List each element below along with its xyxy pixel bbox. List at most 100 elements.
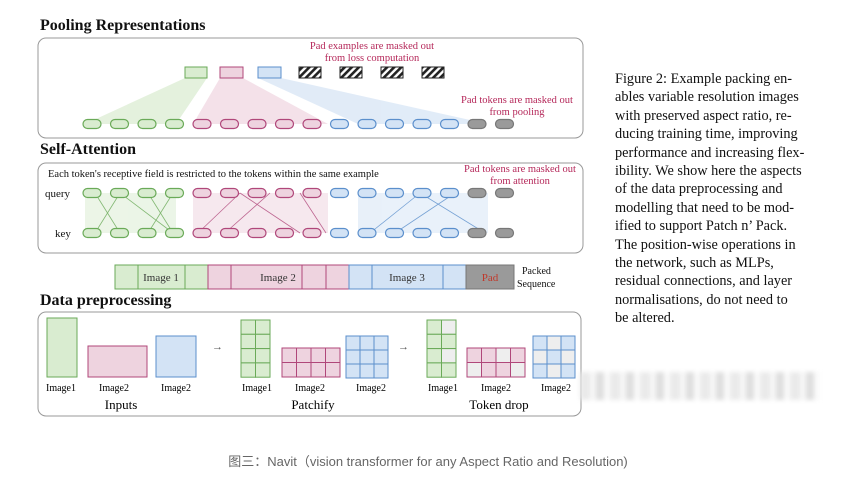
pool-token bbox=[439, 118, 460, 130]
caption-line: The position-wise operations in bbox=[615, 236, 796, 253]
tokendrop-image2b-dropped-patch bbox=[546, 335, 562, 351]
patchify-image2b-patch bbox=[359, 349, 375, 365]
packed-image1-label: Image 1 bbox=[143, 272, 179, 284]
patchify-image2b-patch bbox=[359, 363, 375, 379]
pool-token bbox=[412, 118, 432, 130]
patchify-image1-patch bbox=[255, 319, 271, 335]
patchify-image2a-patch bbox=[325, 347, 341, 363]
query-token bbox=[219, 187, 240, 199]
pool-pad-token bbox=[467, 118, 487, 130]
caption-line: normalisations, do not need to bbox=[615, 291, 788, 308]
query-pad-token bbox=[467, 187, 487, 199]
caption-line: with preserved aspect ratio, re- bbox=[615, 107, 792, 124]
query-token bbox=[109, 187, 130, 199]
pooled-rep-pink bbox=[219, 66, 244, 79]
packed-image3-label: Image 3 bbox=[389, 272, 425, 284]
tokendrop-image2b-dropped-patch bbox=[560, 349, 576, 365]
pad-attn-note-1: Pad tokens are masked out bbox=[464, 164, 576, 175]
bottom-caption: 图三：Navit（vision transformer for any Aspe… bbox=[228, 454, 628, 469]
pooled-rep-blue bbox=[257, 66, 282, 79]
patchify-label-3: Image2 bbox=[356, 383, 386, 394]
caption-line: residual connections, and layer bbox=[615, 273, 793, 290]
pool-token bbox=[164, 118, 185, 130]
key-token bbox=[329, 227, 350, 239]
patchify-image2a-patch bbox=[325, 362, 341, 378]
pad-example-2 bbox=[339, 66, 363, 79]
tokendrop-image2a-patch bbox=[510, 347, 526, 363]
patchify-image2a-patch bbox=[310, 347, 326, 363]
data-preprocessing-title: Data preprocessing bbox=[40, 292, 172, 309]
patchify-label-1: Image1 bbox=[242, 383, 272, 394]
key-token bbox=[247, 227, 267, 239]
patchify-image1-patch bbox=[255, 362, 271, 378]
query-token bbox=[82, 187, 102, 199]
caption-line: performance and increasing flex- bbox=[615, 144, 805, 161]
tokendrop-image2b-patch bbox=[546, 349, 562, 365]
packed-label-2: Sequence bbox=[517, 279, 556, 290]
packed-image2-label: Image 2 bbox=[260, 272, 296, 284]
query-token bbox=[247, 187, 267, 199]
query-token bbox=[302, 187, 322, 199]
pooled-rep-green bbox=[184, 66, 208, 79]
tokendrop-image1-patch bbox=[441, 333, 457, 350]
key-token bbox=[302, 227, 322, 239]
inputs-label-3: Image2 bbox=[161, 383, 191, 394]
pool-token bbox=[357, 118, 377, 130]
caption-line: the network, such as MLPs, bbox=[615, 255, 774, 272]
patchify-image1-patch bbox=[240, 319, 256, 335]
query-token bbox=[384, 187, 405, 199]
caption-line: ables variable resolution images bbox=[615, 89, 799, 106]
patchify-image2b-patch bbox=[373, 335, 389, 351]
pool-token bbox=[247, 118, 267, 130]
pool-token bbox=[82, 118, 102, 130]
inputs-label-2: Image2 bbox=[99, 383, 129, 394]
query-token bbox=[137, 187, 157, 199]
inputs-heading: Inputs bbox=[105, 397, 138, 412]
pool-token bbox=[109, 118, 130, 130]
key-token bbox=[412, 227, 432, 239]
arrow-1: → bbox=[212, 341, 223, 353]
patchify-image1-patch bbox=[255, 333, 271, 350]
patchify-image2b-patch bbox=[373, 363, 389, 379]
key-token bbox=[137, 227, 157, 239]
pad-examples-note-1: Pad examples are masked out bbox=[310, 41, 434, 52]
query-pad-token bbox=[494, 187, 515, 199]
patchify-image2a-patch bbox=[310, 362, 326, 378]
pad-example-3 bbox=[380, 66, 404, 79]
pool-token bbox=[192, 118, 212, 130]
caption-line: ibility. We show here the aspects bbox=[615, 163, 802, 180]
tokendrop-image2a-dropped-patch bbox=[495, 347, 511, 363]
tokendrop-image1-patch bbox=[426, 333, 442, 350]
tokendrop-image1-patch bbox=[441, 362, 457, 378]
caption-line: modelling that need to be mod- bbox=[615, 199, 795, 216]
pool-token bbox=[384, 118, 405, 130]
arrow-2: → bbox=[398, 341, 409, 353]
caption-line: Figure 2: Example packing en- bbox=[615, 71, 793, 87]
figure-caption: Figure 2: Example packing en- ables vari… bbox=[615, 70, 837, 328]
key-label: key bbox=[55, 228, 71, 240]
receptive-field-note: Each token's receptive field is restrict… bbox=[48, 169, 379, 180]
tokendrop-image2b-dropped-patch bbox=[532, 349, 548, 365]
tokendrop-image1-patch bbox=[426, 348, 442, 364]
pool-token bbox=[137, 118, 157, 130]
blurred-watermark bbox=[580, 372, 820, 400]
tokendrop-image2b-patch bbox=[532, 363, 548, 379]
pool-token bbox=[302, 118, 322, 130]
pad-pool-note-2: from pooling bbox=[489, 107, 545, 118]
patchify-image2b-patch bbox=[345, 349, 361, 365]
patchify-image2a-patch bbox=[296, 362, 312, 378]
tokendrop-image2a-patch bbox=[481, 347, 497, 363]
inputs-label-1: Image1 bbox=[46, 383, 76, 394]
caption-line: be altered. bbox=[615, 310, 675, 327]
input-image1 bbox=[46, 317, 78, 378]
caption-line: of the data preprocessing and bbox=[615, 181, 783, 198]
patchify-image1-patch bbox=[240, 348, 256, 364]
key-token bbox=[274, 227, 295, 239]
pool-token bbox=[274, 118, 295, 130]
patchify-heading: Patchify bbox=[291, 397, 335, 412]
tokendrop-image2a-dropped-patch bbox=[466, 362, 482, 378]
query-token bbox=[329, 187, 350, 199]
figure-diagram: Pad examples are masked out from loss co… bbox=[37, 37, 584, 417]
key-pad-token bbox=[494, 227, 515, 239]
caption-line: ified to support Patch n’ Pack. bbox=[615, 218, 788, 235]
